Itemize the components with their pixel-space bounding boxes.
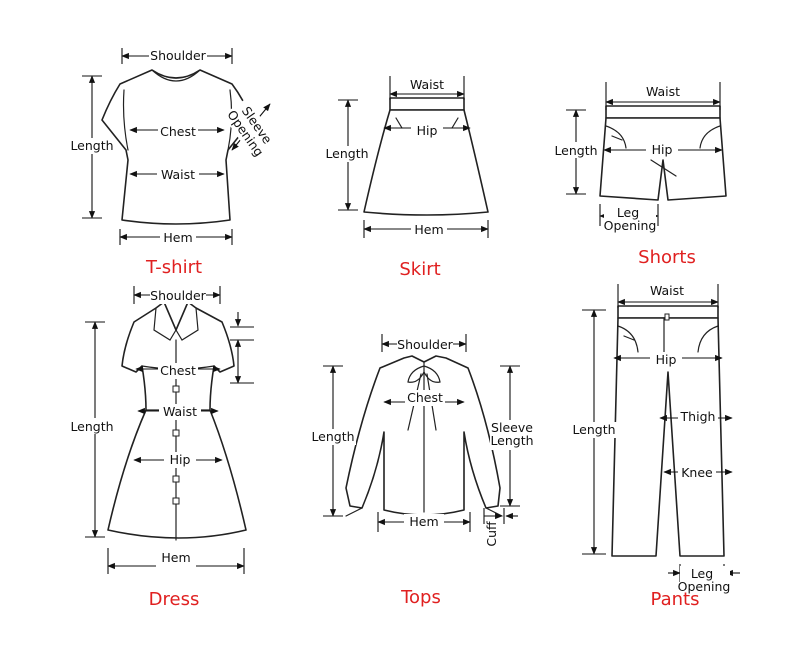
tshirt-panel: Shoulder Length Chest Waist Hem Sleeve O… [70,47,280,278]
dress-collar [153,307,199,341]
dress-hem-label: Hem [161,550,190,565]
tops-cuff-label: Cuff [484,521,499,547]
tshirt-chest-label: Chest [160,124,196,139]
tshirt-length-label: Length [70,138,113,153]
pants-length-label: Length [572,422,615,437]
dress-title: Dress [149,589,200,610]
dress-chest-label: Chest [160,363,196,378]
tops-outline [345,355,501,516]
skirt-title: Skirt [399,259,440,280]
skirt-waist-label: Waist [410,77,444,92]
shorts-hip-label: Hip [652,142,673,157]
pants-hip-label: Hip [656,352,677,367]
pants-leg-opening-label-1: Leg [691,566,713,581]
dress-length-label: Length [70,419,113,434]
pants-knee-label: Knee [681,465,713,480]
dress-shoulder-label: Shoulder [150,288,207,303]
shorts-panel: Waist Hip Length Leg Opening Shorts [553,82,727,268]
tshirt-title: T-shirt [145,257,202,278]
shorts-waist-label: Waist [646,84,680,99]
pants-title: Pants [651,589,700,610]
tshirt-outline [101,69,253,225]
tops-shoulder-label: Shoulder [397,337,454,352]
dress-waist-label: Waist [163,404,197,419]
tshirt-shoulder-label: Shoulder [150,48,207,63]
pants-leg-opening-label-2: Opening [678,579,731,594]
shorts-waistband [605,105,721,119]
tops-sleeve-length-label-2: Length [490,433,533,448]
shorts-outline [599,117,727,201]
shorts-leg-opening-label-2: Opening [604,218,657,233]
pants-panel: Waist Hip Thigh Knee Length Leg Opening … [572,283,740,610]
tops-panel: Shoulder Chest Length Sleeve Length Hem … [310,334,534,608]
tops-length-label: Length [311,429,354,444]
tops-chest-label: Chest [407,390,443,405]
pants-thigh-label: Thigh [680,409,716,424]
dress-panel: Shoulder Chest Waist Hip Length Hem Dres… [70,286,254,610]
skirt-hip-label: Hip [417,123,438,138]
skirt-outline [363,109,489,216]
tshirt-hem-label: Hem [163,230,192,245]
tshirt-neckline [151,69,201,82]
shorts-leg-opening-label-1: Leg [617,205,639,220]
shorts-title: Shorts [638,247,696,268]
tshirt-waist-label: Waist [161,167,195,182]
skirt-waistband [389,97,465,111]
tops-hem-label: Hem [409,514,438,529]
tops-title: Tops [400,587,441,608]
shorts-length-label: Length [554,143,597,158]
skirt-length-label: Length [325,146,368,161]
pants-waist-label: Waist [650,283,684,298]
dress-hip-label: Hip [170,452,191,467]
tops-sleeve-length-label-1: Sleeve [491,420,533,435]
skirt-panel: Waist Hip Length Hem Skirt [324,76,489,280]
skirt-hem-label: Hem [414,222,443,237]
